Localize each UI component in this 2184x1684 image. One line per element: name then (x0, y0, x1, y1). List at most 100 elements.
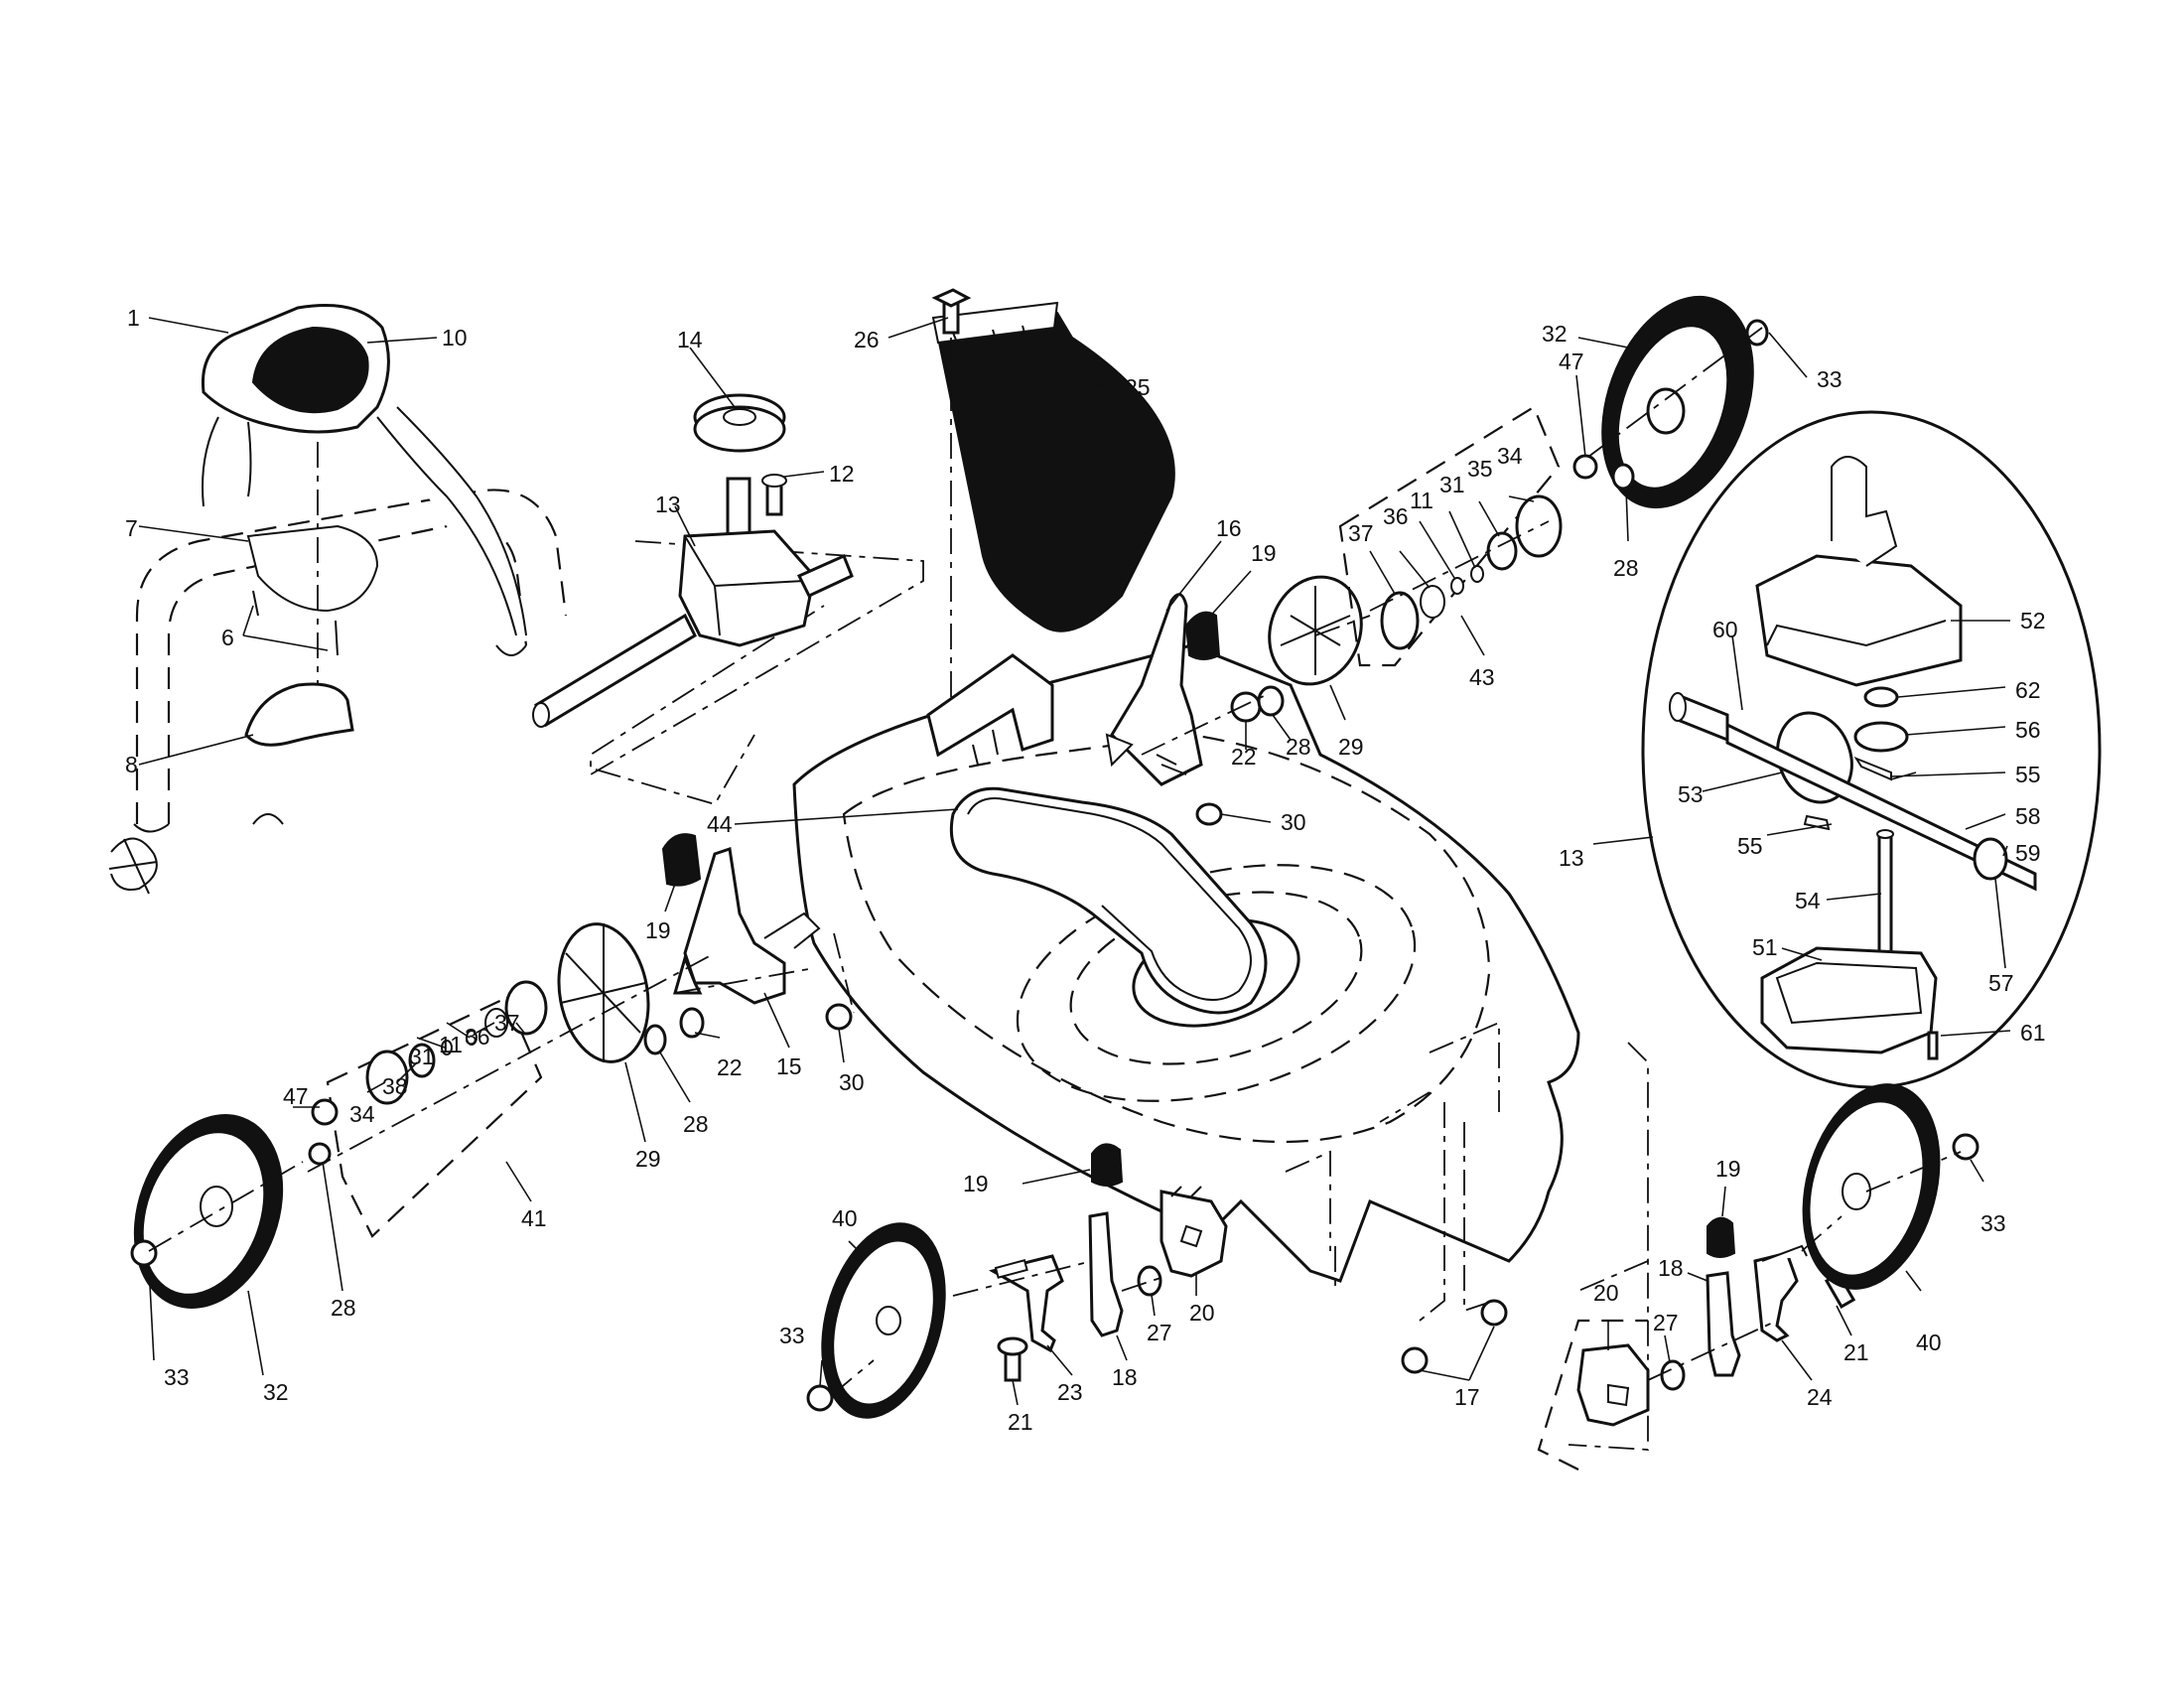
front-left-adjuster (661, 833, 855, 1031)
callout-31-lower: 31 (409, 1044, 435, 1069)
callout-36-lower: 36 (465, 1024, 490, 1050)
bushing-59 (1973, 837, 2008, 881)
callout-52: 52 (2020, 608, 2046, 633)
callout-58: 58 (2015, 803, 2041, 829)
callout-12: 12 (829, 461, 855, 487)
knob-19d (1706, 1216, 1736, 1258)
callout-28-upper: 28 (1286, 734, 1311, 760)
callout-47-upper: 47 (1559, 349, 1584, 374)
callout-53: 53 (1678, 781, 1704, 807)
nut-30b (825, 1003, 853, 1031)
callout-38: 38 (382, 1073, 408, 1099)
handle-assembly (108, 304, 568, 895)
callout-8: 8 (125, 752, 138, 777)
nut-33 (1745, 319, 1769, 347)
callout-20-left: 20 (1189, 1300, 1215, 1326)
axle-58 (1725, 722, 2037, 892)
nut-30 (1195, 802, 1223, 826)
callout-13-detail: 13 (1559, 845, 1584, 871)
callout-11-lower: 11 (439, 1032, 463, 1057)
bearing-56 (1853, 721, 1909, 753)
callout-21-left: 21 (1008, 1409, 1033, 1435)
callout-61: 61 (2020, 1020, 2046, 1046)
callout-30-left: 30 (839, 1069, 865, 1095)
callout-16: 16 (1216, 515, 1242, 541)
callout-33-center: 33 (779, 1323, 805, 1348)
callout-19-center: 19 (963, 1171, 989, 1196)
bracket-23 (989, 1254, 1064, 1353)
callout-28-left: 28 (331, 1295, 356, 1321)
knob-19 (1184, 611, 1221, 660)
mower-deck (792, 643, 1649, 1471)
callout-20-right: 20 (1593, 1280, 1619, 1306)
callout-27-left: 27 (1147, 1320, 1172, 1345)
bracket-18a (1088, 1211, 1124, 1337)
chute-25 (937, 311, 1175, 632)
callout-60: 60 (1712, 617, 1738, 642)
callout-32-upper: 32 (1542, 321, 1568, 347)
bearing-37b (504, 980, 548, 1036)
callout-29-upper: 29 (1338, 734, 1364, 760)
chute-assembly (931, 288, 1175, 715)
callout-35: 35 (1467, 456, 1493, 482)
callout-17: 17 (1454, 1384, 1480, 1410)
callout-30-upper: 30 (1281, 809, 1306, 835)
gearbox-assembly (532, 393, 924, 806)
callout-43: 43 (1469, 664, 1495, 690)
washer-36 (1420, 585, 1445, 619)
callout-62: 62 (2015, 677, 2041, 703)
lever-16 (1110, 593, 1203, 786)
callout-51: 51 (1752, 934, 1778, 960)
washer-22b (679, 1007, 705, 1039)
gear-34b (365, 1050, 409, 1105)
washer-28d (308, 1142, 332, 1166)
bracket-18b (1706, 1271, 1741, 1377)
washer-35 (1486, 531, 1518, 571)
rear-right-wheel (1338, 295, 1769, 667)
callout-18-left: 18 (1112, 1364, 1138, 1390)
callout-32-left: 32 (263, 1379, 289, 1405)
callout-33-left: 33 (164, 1364, 190, 1390)
callout-19-right: 19 (1715, 1156, 1741, 1182)
callout-28-upper-right: 28 (1613, 555, 1639, 581)
washer-47 (1572, 454, 1598, 480)
callout-14: 14 (677, 327, 703, 352)
callout-11-upper: 11 (1410, 488, 1433, 513)
callout-55-lower: 55 (1737, 833, 1763, 859)
callout-19-upper: 19 (1251, 540, 1277, 566)
callout-24: 24 (1807, 1384, 1833, 1410)
callout-15: 15 (776, 1053, 802, 1079)
bearing-37 (1380, 591, 1420, 650)
callout-44: 44 (707, 811, 733, 837)
callout-13-top: 13 (655, 491, 681, 517)
spacer-27b (1660, 1359, 1686, 1391)
clip-11 (1450, 577, 1464, 595)
callout-1: 1 (127, 305, 140, 331)
shaft-54 (1877, 832, 1893, 960)
callout-22-upper: 22 (1231, 744, 1257, 770)
callout-22-lower: 22 (717, 1054, 743, 1080)
handle-cover-10 (251, 326, 369, 414)
callout-47-lower: 47 (283, 1083, 309, 1109)
callout-40-right: 40 (1916, 1330, 1942, 1355)
callout-33-upper: 33 (1817, 366, 1843, 392)
spacer-27a (1137, 1265, 1162, 1297)
knob-19c (1091, 1143, 1124, 1187)
callout-21-right: 21 (1843, 1339, 1869, 1365)
washer-28c (643, 1024, 667, 1055)
nut-33b (130, 1239, 158, 1267)
callout-18-right: 18 (1658, 1255, 1684, 1281)
callout-54: 54 (1795, 888, 1821, 913)
pin-31b (441, 1040, 453, 1055)
rear-left-adjuster (1105, 575, 1371, 826)
screw-61 (1927, 1031, 1939, 1060)
nut-17b (1480, 1299, 1508, 1327)
washer-47b (311, 1098, 339, 1126)
gearbox-detail (1641, 410, 2102, 1089)
callout-28-lower: 28 (683, 1111, 709, 1137)
washer-36b (484, 1008, 508, 1038)
callout-19-left: 19 (645, 917, 671, 943)
washer-38 (408, 1043, 436, 1078)
callout-33-right: 33 (1980, 1210, 2006, 1236)
